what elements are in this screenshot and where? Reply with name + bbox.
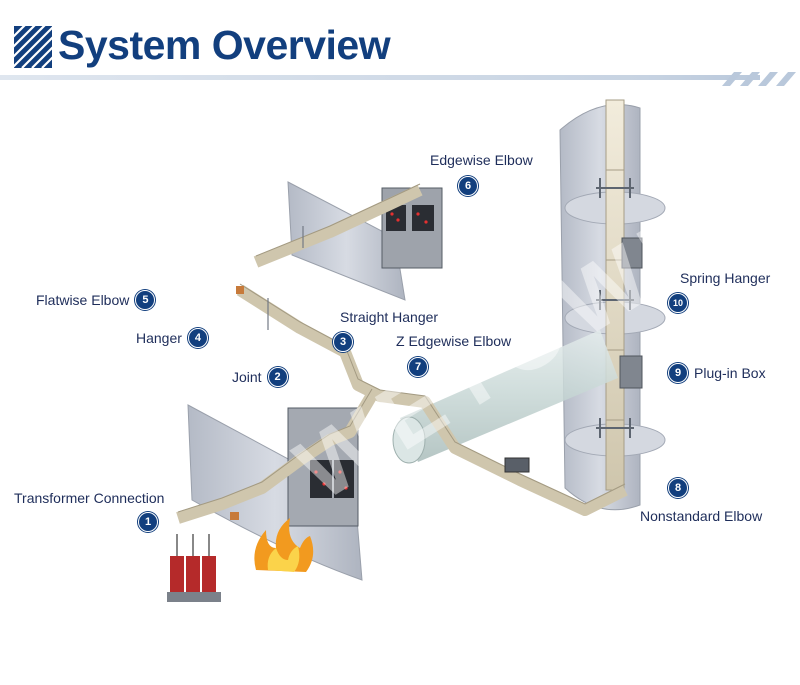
callout-badge-1: 1 <box>138 512 158 532</box>
callout-badge-7: 7 <box>408 357 428 377</box>
callout-label: Transformer Connection <box>14 490 165 506</box>
callout-nonstandard-elbow: Nonstandard Elbow <box>640 508 762 524</box>
badge-7: 7 <box>408 357 428 377</box>
callout-badge-8: 8 <box>668 478 688 498</box>
busway-run <box>176 184 628 524</box>
callout-spring-hanger: Spring Hanger <box>680 270 770 286</box>
fire-icon <box>254 518 314 572</box>
callout-straight-hanger: Straight Hanger <box>340 309 438 325</box>
page-title: System Overview <box>58 22 391 68</box>
callout-label: Straight Hanger <box>340 309 439 325</box>
badge-4: 4 <box>187 328 208 348</box>
badge-2: 2 <box>267 367 288 387</box>
plug-in-box-upper <box>621 237 643 269</box>
callout-label: Flatwise Elbow <box>36 292 130 308</box>
header-rule <box>0 72 796 86</box>
badge-9: 9 <box>668 363 688 383</box>
callout-flatwise-elbow: Flatwise Elbow 5 <box>36 290 156 310</box>
callout-label: Spring Hanger <box>680 270 771 286</box>
badge-6: 6 <box>458 176 478 196</box>
callout-badge-10: 10 <box>668 293 688 313</box>
badge-3: 3 <box>333 332 353 352</box>
copper-connectors <box>230 286 244 520</box>
callout-transformer-connection: Transformer Connection <box>14 490 164 506</box>
callout-label: Z Edgewise Elbow <box>396 333 512 349</box>
badge-5: 5 <box>135 290 156 310</box>
badge-10: 10 <box>668 293 688 313</box>
callout-badge-6: 6 <box>458 176 478 196</box>
header: System Overview <box>0 0 800 90</box>
badge-8: 8 <box>668 478 688 498</box>
callout-label: Plug-in Box <box>694 365 766 381</box>
hanger-rods <box>267 226 304 330</box>
badge-1: 1 <box>138 512 158 532</box>
busway-plug-box <box>504 457 530 473</box>
logo-stripes-icon <box>14 26 52 68</box>
busway-run-edges <box>177 183 626 513</box>
callout-hanger: Hanger 4 <box>136 328 208 348</box>
plug-in-box-lower <box>619 355 643 389</box>
callout-label: Joint <box>232 369 262 385</box>
callout-joint: Joint 2 <box>232 367 288 387</box>
callout-label: Nonstandard Elbow <box>640 508 763 524</box>
callout-badge-3: 3 <box>333 332 353 352</box>
callout-label: Edgewise Elbow <box>430 152 533 168</box>
transformer <box>167 534 221 602</box>
busway-system-diagram <box>167 99 666 602</box>
riser-busway <box>596 99 634 491</box>
duct-pipe <box>392 330 618 464</box>
callout-label: Hanger <box>136 330 182 346</box>
callout-edgewise-elbow: Edgewise Elbow <box>430 152 533 168</box>
callout-z-edgewise-elbow: Z Edgewise Elbow <box>396 333 511 349</box>
callout-plug-in-box: 9 Plug-in Box <box>668 363 766 383</box>
upper-switchgear <box>381 187 443 269</box>
